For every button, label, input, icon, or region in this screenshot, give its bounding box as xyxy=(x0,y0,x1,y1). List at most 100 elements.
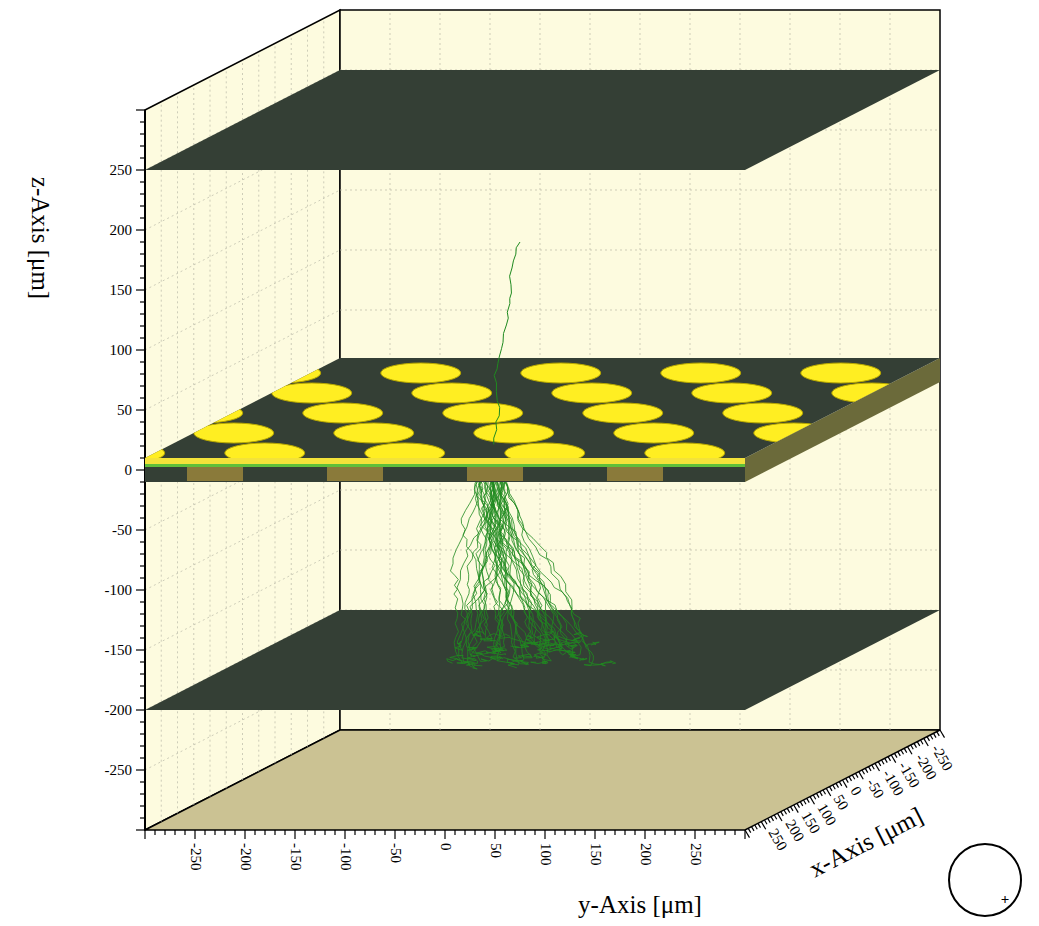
x-tick xyxy=(797,803,800,807)
y-tick xyxy=(694,830,695,839)
y-tick xyxy=(684,830,685,835)
x-tick xyxy=(888,757,891,761)
x-tick xyxy=(872,765,875,769)
gem-hole xyxy=(614,423,694,443)
x-tick xyxy=(924,738,929,746)
y-tick xyxy=(604,830,605,835)
y-tick xyxy=(484,830,485,835)
x-tick xyxy=(836,783,839,787)
x-tick xyxy=(895,753,898,757)
orientation-circle xyxy=(949,844,1021,916)
gem-holes xyxy=(85,363,912,463)
x-tick xyxy=(859,772,864,780)
y-tick xyxy=(644,830,645,839)
y-tick xyxy=(584,830,585,835)
y-tick xyxy=(494,830,495,839)
y-tick xyxy=(374,830,375,835)
x-tick xyxy=(800,802,803,806)
gem-hole xyxy=(381,363,461,383)
tick-label: 0 xyxy=(125,463,133,478)
tick-label: -200 xyxy=(105,703,133,718)
gem-hole xyxy=(443,403,523,423)
y-tick xyxy=(574,830,575,835)
grid-lines xyxy=(145,10,940,822)
x-tick xyxy=(852,775,855,779)
z-tick xyxy=(136,169,145,170)
grid-line xyxy=(340,250,940,251)
foil-front-copper xyxy=(145,458,745,482)
gem-hole xyxy=(303,403,383,423)
grid-line xyxy=(340,190,940,191)
x-tick xyxy=(908,747,913,755)
y-tick xyxy=(474,830,475,835)
y-tick xyxy=(534,830,535,835)
x-tick xyxy=(914,743,917,747)
electron-track xyxy=(501,478,577,649)
electron-track xyxy=(499,478,587,660)
x-tick xyxy=(839,782,842,786)
gem-foil xyxy=(85,358,940,482)
hole-cut xyxy=(607,467,663,481)
x-tick xyxy=(862,770,865,774)
electron-track xyxy=(476,478,576,649)
y-tick xyxy=(304,830,305,835)
y-tick xyxy=(614,830,615,835)
x-tick xyxy=(813,795,816,799)
tick-label: 100 xyxy=(538,843,553,866)
gem-hole xyxy=(163,403,243,423)
x-tick xyxy=(758,823,761,827)
x-tick xyxy=(768,818,771,822)
y-tick xyxy=(514,830,515,835)
tick-label: + xyxy=(1001,892,1010,907)
tick-label: -150 xyxy=(105,643,133,658)
primary-track xyxy=(494,242,520,444)
x-tick xyxy=(901,750,904,754)
drift-electrode xyxy=(145,70,940,170)
y-tick xyxy=(734,830,735,835)
y-tick xyxy=(394,830,395,839)
floor xyxy=(145,730,940,830)
x-tick xyxy=(791,807,794,811)
y-tick xyxy=(454,830,455,835)
y-tick xyxy=(144,830,145,839)
x-tick xyxy=(774,815,777,819)
y-tick xyxy=(244,830,245,839)
x-tick xyxy=(778,813,783,821)
y-tick xyxy=(234,830,235,835)
y-tick xyxy=(154,830,155,835)
axis-ticks xyxy=(136,110,945,839)
y-tick xyxy=(284,830,285,835)
gem-hole xyxy=(521,363,601,383)
y-tick xyxy=(334,830,335,835)
gem-hole xyxy=(645,443,725,463)
y-tick xyxy=(164,830,165,835)
x-tick xyxy=(823,790,826,794)
z-tick xyxy=(136,649,145,650)
x-tick xyxy=(930,735,933,739)
tick-label: 50 xyxy=(831,793,851,813)
x-tick xyxy=(911,745,914,749)
y-tick xyxy=(204,830,205,835)
tick-label: 250 xyxy=(688,843,703,866)
tick-label: -100 xyxy=(338,843,353,871)
grid-line xyxy=(145,190,340,290)
y-tick xyxy=(184,830,185,835)
electron-track xyxy=(479,478,563,650)
gem-hole xyxy=(412,383,492,403)
x-tick xyxy=(937,732,940,736)
electron-track xyxy=(484,478,575,654)
y-tick xyxy=(314,830,315,835)
axis-title: y-Axis [μm] xyxy=(578,892,702,917)
tick-label: -250 xyxy=(188,843,203,871)
gem-hole xyxy=(552,383,632,403)
x-tick xyxy=(875,763,880,771)
z-tick xyxy=(136,409,145,410)
y-tick xyxy=(554,830,555,835)
electron-track xyxy=(473,478,495,637)
x-tick xyxy=(810,797,815,805)
y-tick xyxy=(444,830,445,839)
tick-label: -200 xyxy=(238,843,253,871)
z-tick xyxy=(136,769,145,770)
z-tick xyxy=(136,289,145,290)
gem-hole xyxy=(583,403,663,423)
